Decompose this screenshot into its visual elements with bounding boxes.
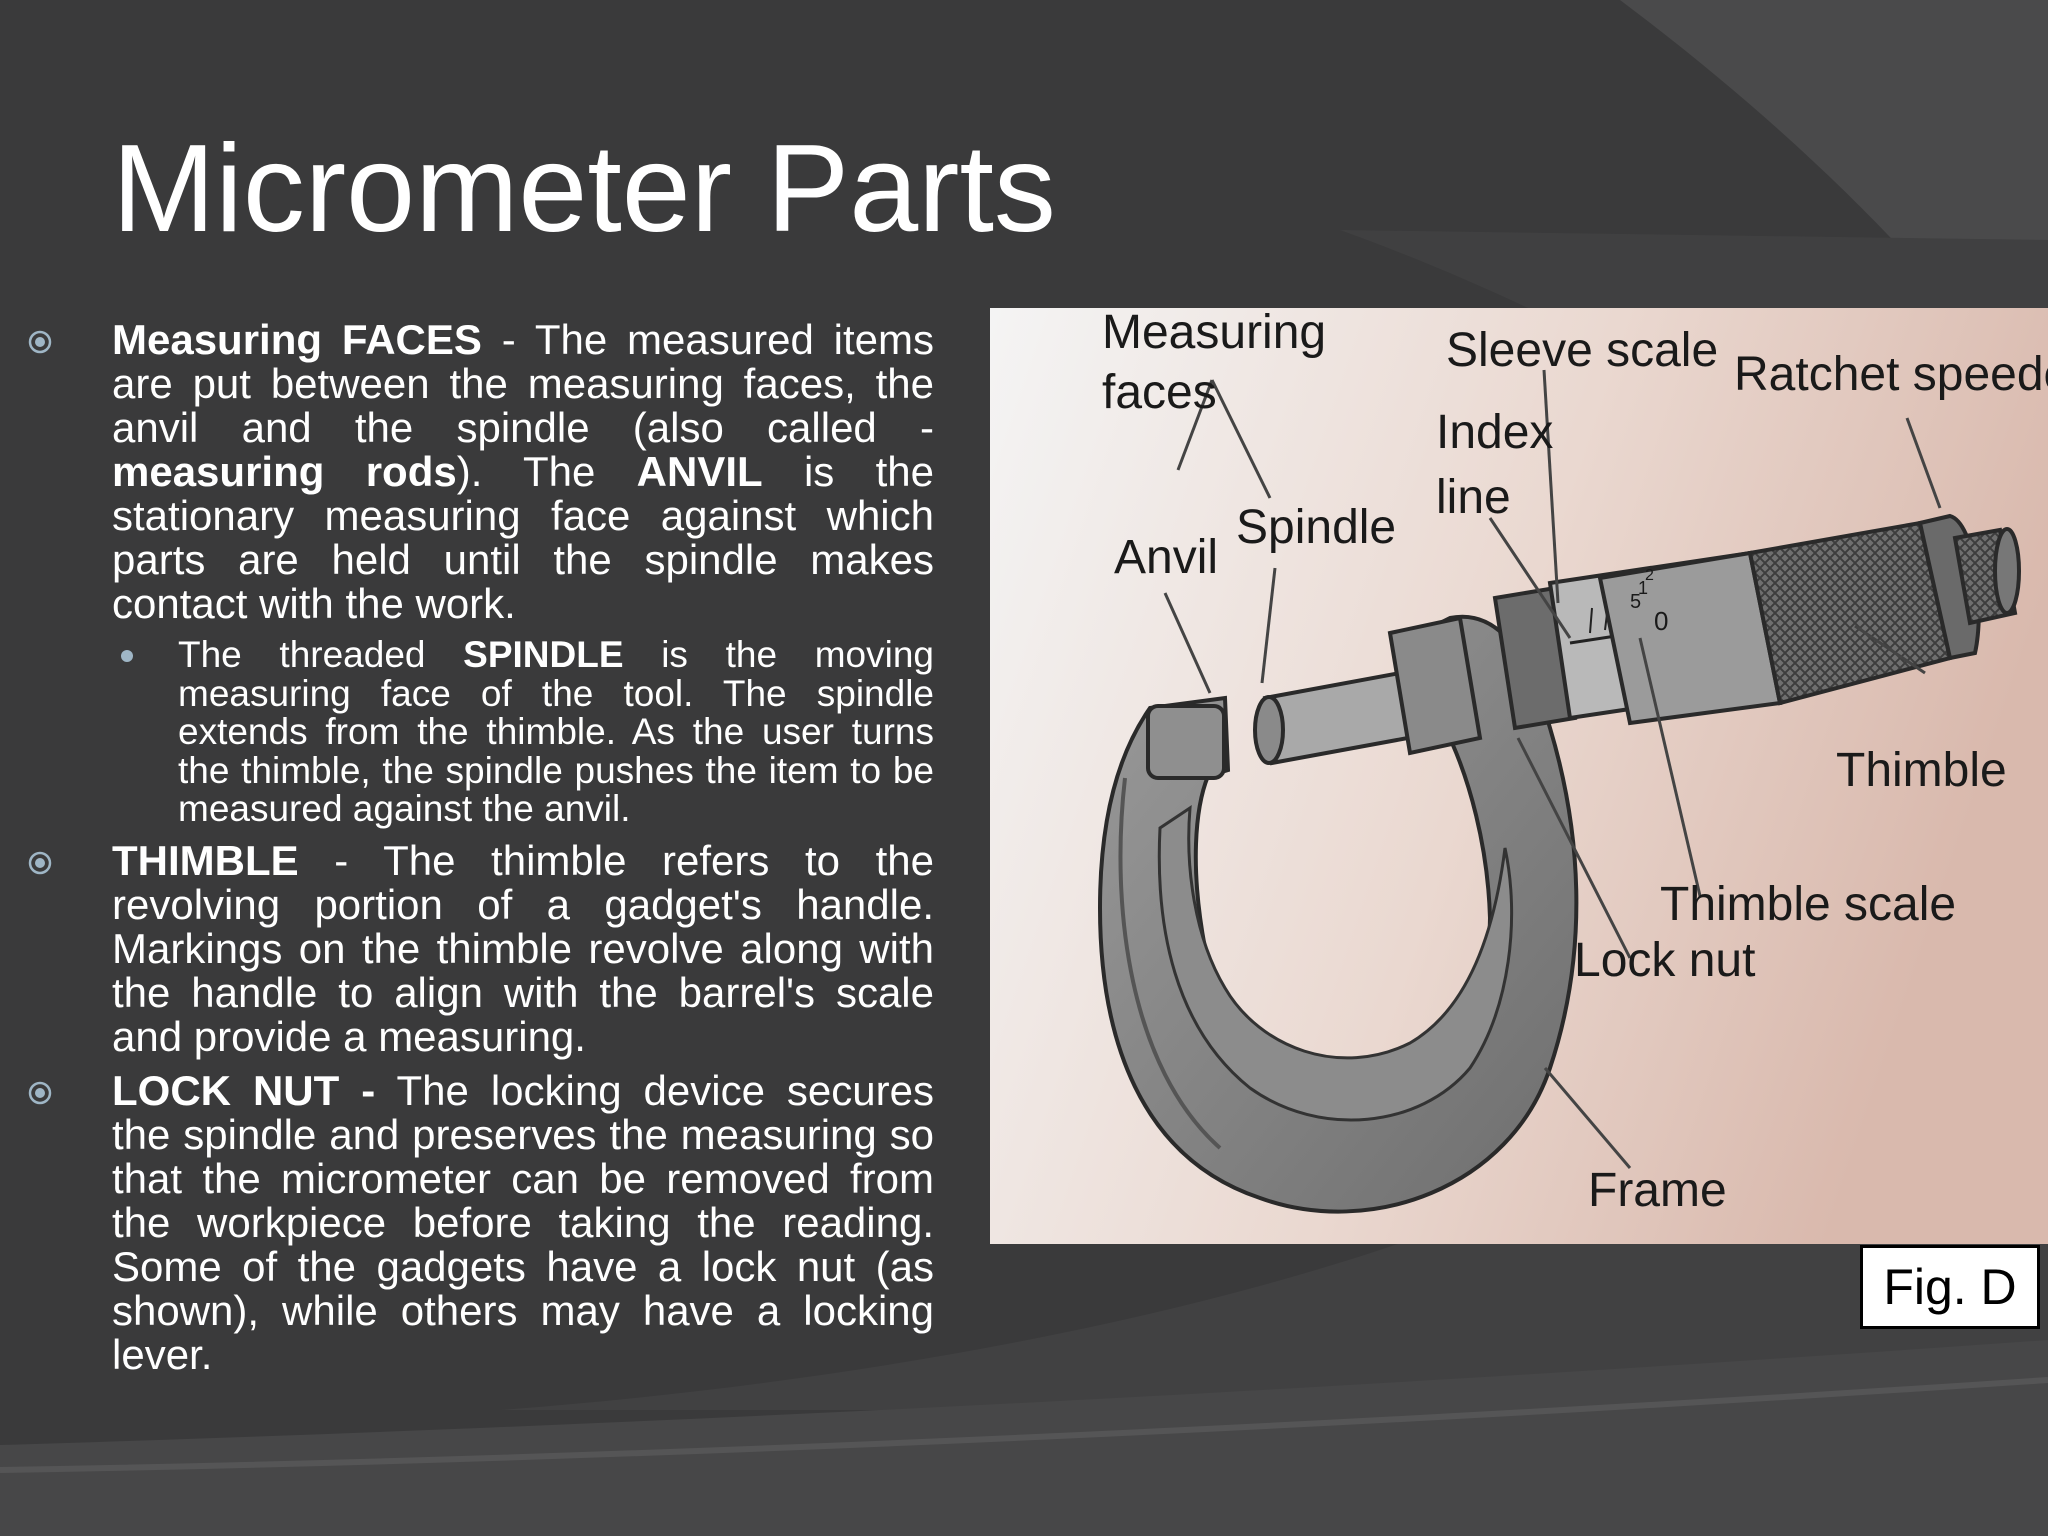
bullet-text: is the stationary measuring face against… [112, 448, 934, 627]
bullet-bold-term: measuring rods [112, 448, 457, 495]
dot-bullet-icon [121, 650, 133, 662]
label-ratchet-speeder: Ratchet speeder [1734, 348, 2048, 401]
bullet-text: The locking device secures the spindle a… [112, 1066, 934, 1378]
figure-caption: Fig. D [1860, 1245, 2040, 1329]
bullet-lead: Measuring FACES [112, 316, 482, 363]
sub-bullet-text: The threaded [178, 634, 464, 675]
label-thimble-scale: Thimble scale [1660, 878, 1956, 931]
scale-digit: 2 [1645, 567, 1654, 584]
bullet-text: - The measured items are put between the… [112, 316, 934, 451]
bullet-text: - The thimble refers to the revolving po… [112, 836, 934, 1060]
sub-bullet-text: is the moving measuring face of the tool… [178, 634, 934, 829]
label-anvil: Anvil [1114, 531, 1218, 584]
label-faces: faces [1102, 366, 1217, 419]
label-spindle: Spindle [1236, 501, 1396, 554]
frame-recess [1157, 805, 1514, 1122]
scale-digit: 1 [1638, 578, 1648, 598]
bullet-text: ). The [456, 448, 637, 495]
label-lock-nut: Lock nut [1574, 934, 1755, 987]
anvil-shape [1146, 704, 1226, 780]
bullet-lead: THIMBLE [112, 836, 299, 884]
label-thimble: Thimble [1836, 744, 2007, 797]
thimble-shape [1597, 550, 1783, 726]
bullet-bold-term: ANVIL [636, 448, 763, 495]
bullet-lock-nut: LOCK NUT - The locking device secures th… [0, 1066, 934, 1378]
scale-digit: 5 [1630, 591, 1641, 613]
micrometer-diagram: 0 5 1 2 Measuring faces Anvil Spindle Sl… [990, 308, 2048, 1244]
bullet-lead: LOCK NUT - [112, 1066, 376, 1114]
label-measuring: Measuring [1102, 308, 1326, 359]
scale-digit: 0 [1654, 606, 1668, 636]
slide-body: Measuring FACES - The measured items are… [0, 318, 940, 1387]
bullet-thimble: THIMBLE - The thimble refers to the revo… [0, 836, 934, 1060]
label-frame: Frame [1588, 1164, 1727, 1217]
label-index: Index [1436, 406, 1553, 459]
sub-bullet-bold-term: SPINDLE [463, 634, 624, 675]
circle-bullet-icon [28, 1081, 52, 1104]
bullet-measuring-faces: Measuring FACES - The measured items are… [0, 318, 934, 626]
circle-bullet-icon [28, 851, 52, 874]
label-sleeve-scale: Sleeve scale [1446, 324, 1718, 377]
circle-bullet-icon [28, 330, 52, 354]
sub-bullet-spindle: The threaded SPINDLE is the moving measu… [0, 634, 934, 829]
label-line: line [1436, 471, 1511, 524]
slide-title: Micrometer Parts [112, 120, 1056, 258]
lock-nut-shape [1387, 615, 1483, 756]
